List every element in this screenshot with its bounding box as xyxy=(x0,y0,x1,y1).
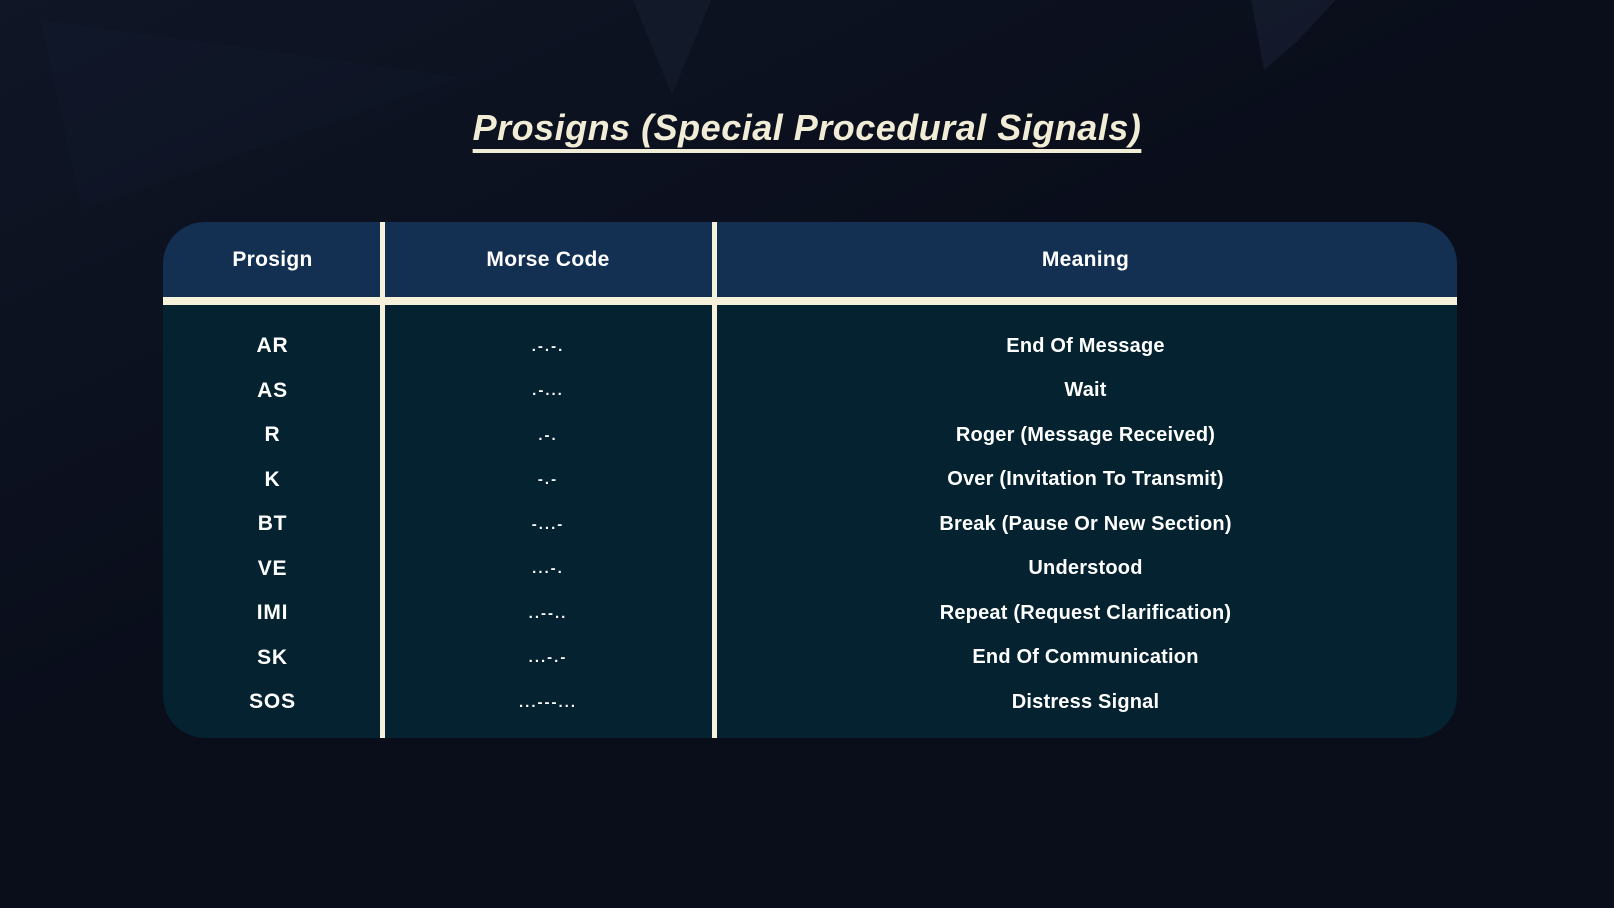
column-divider-line xyxy=(380,222,385,738)
meaning-cell: End Of Communication xyxy=(972,646,1199,669)
meaning-cell: Over (Invitation To Transmit) xyxy=(947,468,1224,491)
table-row: AR .-.-. End Of Message xyxy=(163,324,1457,369)
background-shard xyxy=(633,0,711,95)
table-row: VE ...-. Understood xyxy=(163,547,1457,592)
table-row: R .-. Roger (Message Received) xyxy=(163,413,1457,458)
morse-code-cell: -.- xyxy=(537,471,559,489)
meaning-cell: Wait xyxy=(1064,379,1107,402)
table-row: SK ...-.- End Of Communication xyxy=(163,636,1457,681)
meaning-cell: Distress Signal xyxy=(1011,690,1160,713)
morse-code-cell: -...- xyxy=(531,515,565,533)
column-header-prosign: Prosign xyxy=(232,247,313,271)
meaning-cell: Repeat (Request Clarification) xyxy=(939,601,1232,624)
table-header-row: Prosign Morse Code Meaning xyxy=(163,222,1457,297)
table-row: BT -...- Break (Pause Or New Section) xyxy=(163,502,1457,547)
column-header-morse-code: Morse Code xyxy=(486,247,610,271)
morse-code-cell: ...-.- xyxy=(528,649,568,667)
morse-code-cell: .-. xyxy=(538,426,558,444)
page-title: Prosigns (Special Procedural Signals) xyxy=(472,107,1142,148)
prosign-cell: VE xyxy=(257,556,288,580)
column-divider-line xyxy=(712,222,717,738)
table-row: SOS ...---... Distress Signal xyxy=(163,680,1457,725)
meaning-cell: Roger (Message Received) xyxy=(955,423,1216,446)
prosigns-table: Prosign Morse Code Meaning AR .-.-. End … xyxy=(163,222,1457,738)
table-row: IMI ..--.. Repeat (Request Clarification… xyxy=(163,591,1457,636)
table-body: AR .-.-. End Of Message AS .-... Wait R … xyxy=(163,305,1457,738)
table-row: K -.- Over (Invitation To Transmit) xyxy=(163,458,1457,503)
prosign-cell: IMI xyxy=(256,601,289,625)
meaning-cell: Break (Pause Or New Section) xyxy=(939,512,1232,535)
prosign-cell: AS xyxy=(257,378,288,402)
header-divider-line xyxy=(163,297,1457,305)
morse-code-cell: ...---... xyxy=(519,693,577,711)
morse-code-cell: .-.-. xyxy=(531,337,565,355)
prosign-cell: R xyxy=(264,423,281,447)
column-header-meaning: Meaning xyxy=(1041,247,1130,271)
prosign-cell: K xyxy=(264,467,281,491)
prosign-cell: SOS xyxy=(249,690,296,714)
table-row: AS .-... Wait xyxy=(163,369,1457,414)
morse-code-cell: ...-. xyxy=(532,560,564,578)
prosign-cell: BT xyxy=(257,512,288,536)
prosign-cell: AR xyxy=(256,334,289,358)
meaning-cell: End Of Message xyxy=(1006,334,1165,357)
background-shard xyxy=(1251,0,1336,70)
prosign-cell: SK xyxy=(257,645,288,669)
morse-code-cell: ..--.. xyxy=(528,604,568,622)
meaning-cell: Understood xyxy=(1028,557,1143,580)
morse-code-cell: .-... xyxy=(532,382,564,400)
